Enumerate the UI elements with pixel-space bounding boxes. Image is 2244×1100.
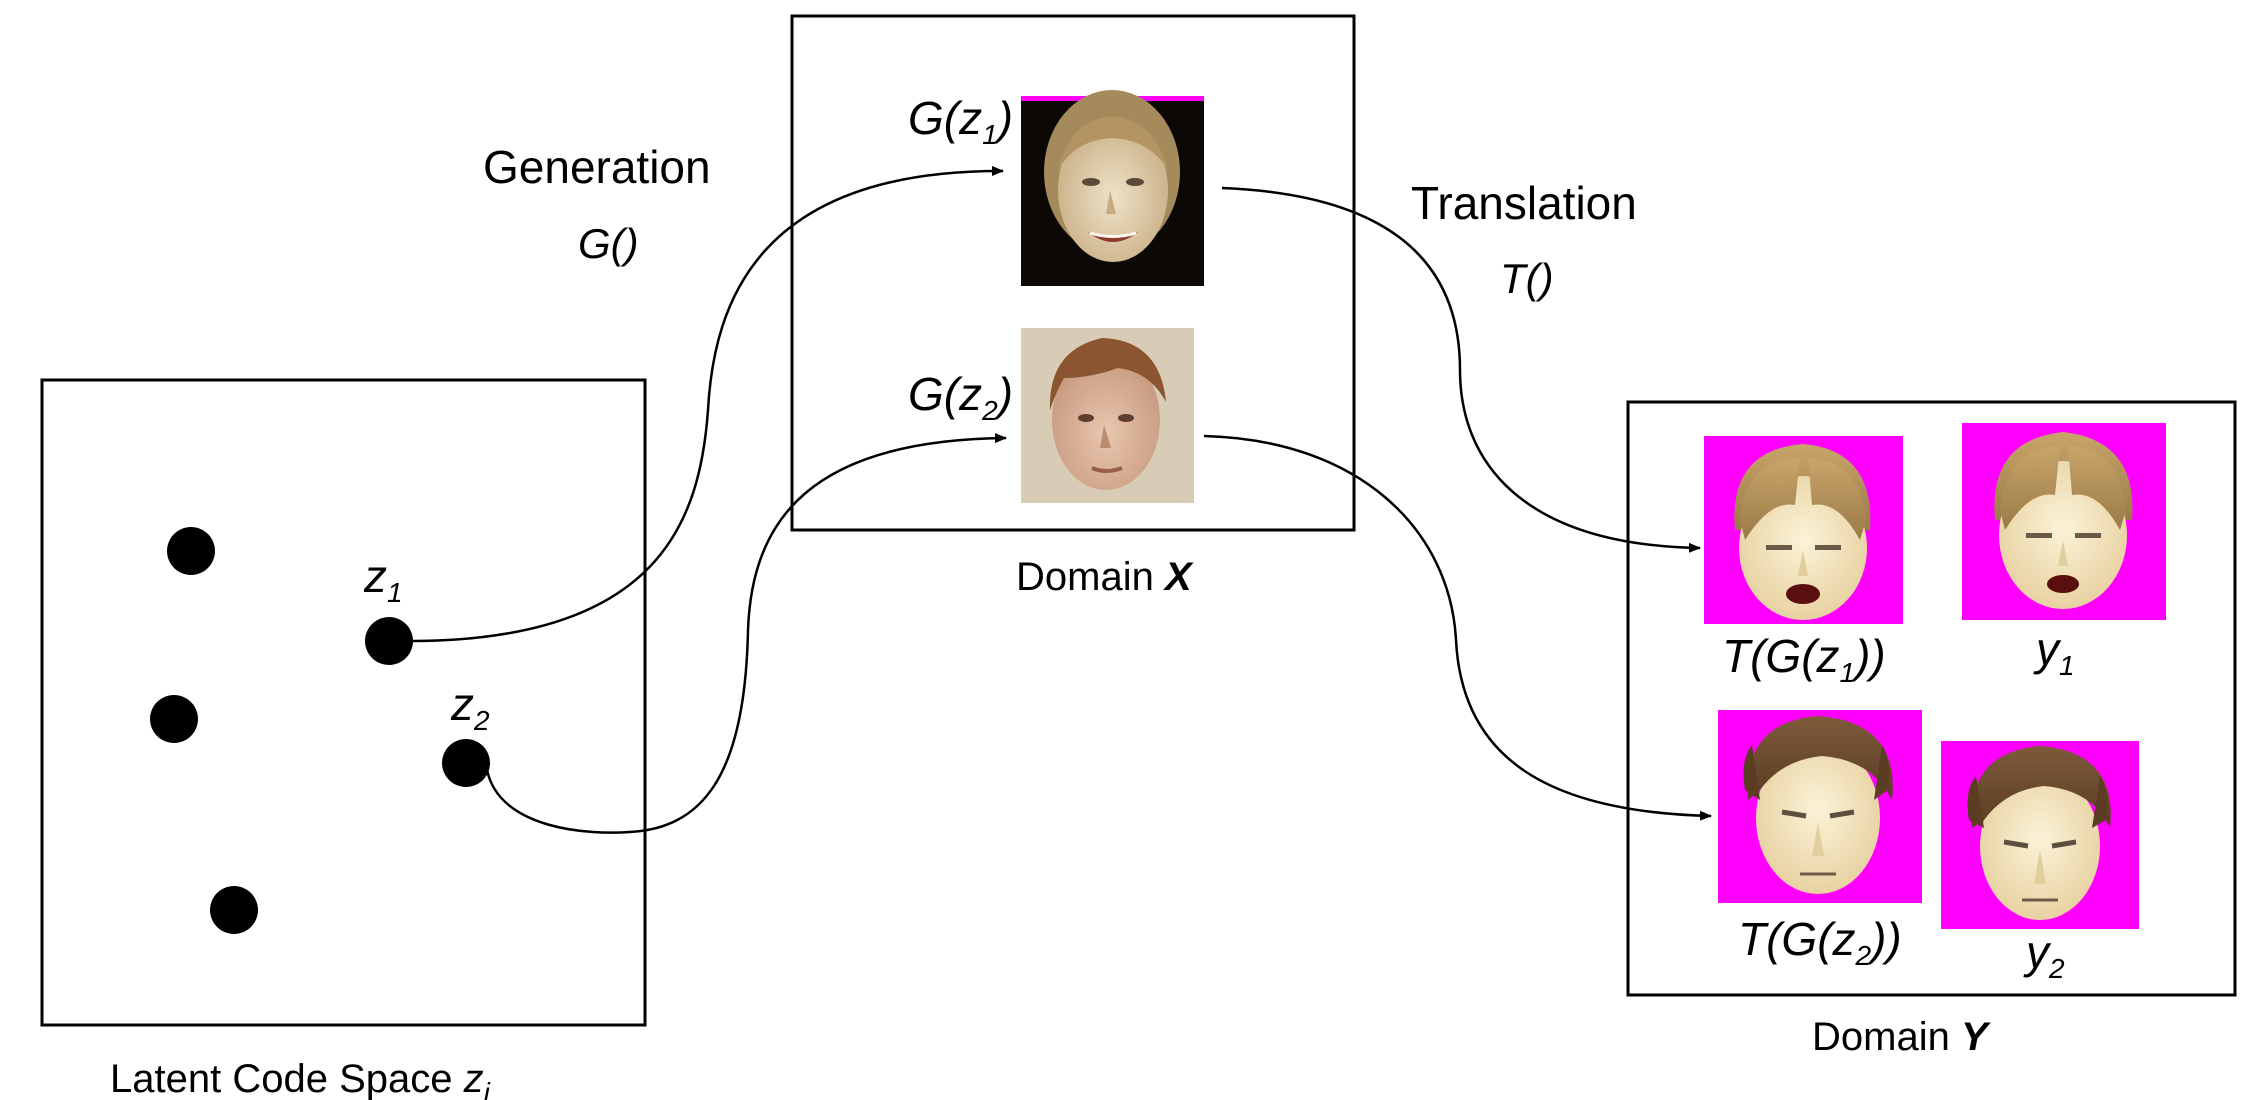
domain-y-caption: Domain Y bbox=[1812, 1015, 1991, 1059]
latent-point bbox=[167, 527, 215, 575]
translation-title: Translation bbox=[1411, 177, 1637, 229]
generation-function: G() bbox=[578, 220, 639, 267]
g-z2-label: G(z2) bbox=[908, 368, 1013, 426]
latent-point bbox=[150, 695, 198, 743]
domain-x-caption: Domain X bbox=[1016, 555, 1194, 599]
latent-space-box bbox=[40, 378, 647, 1027]
latent-point-z1 bbox=[365, 617, 413, 665]
y1-label: y1 bbox=[2033, 623, 2075, 681]
generated-face-image-1 bbox=[1021, 90, 1204, 286]
latent-point-z2 bbox=[442, 739, 490, 787]
translation-arrow-1 bbox=[1221, 186, 1701, 553]
translation-arrow-2 bbox=[1203, 434, 1712, 821]
generation-arrow-z2 bbox=[485, 433, 1007, 834]
z2-label: z2 bbox=[450, 678, 490, 736]
generated-face-image-2 bbox=[1021, 328, 1194, 503]
domain-y-box bbox=[1626, 400, 2237, 997]
g-z1-label: G(z1) bbox=[908, 92, 1013, 150]
target-avatar-image-2 bbox=[1941, 741, 2139, 929]
z1-label: z1 bbox=[363, 550, 403, 608]
latent-space-caption: Latent Code Space zi bbox=[110, 1057, 491, 1100]
translated-avatar-image-2 bbox=[1718, 710, 1922, 903]
domain-x-box bbox=[790, 14, 1356, 532]
latent-point bbox=[210, 886, 258, 934]
target-avatar-image-1 bbox=[1962, 423, 2166, 620]
t-g-z2-label: T(G(z2)) bbox=[1738, 913, 1902, 971]
translation-function: T() bbox=[1500, 255, 1554, 302]
y2-label: y2 bbox=[2023, 926, 2065, 984]
generation-title: Generation bbox=[483, 141, 711, 193]
translated-avatar-image-1 bbox=[1704, 436, 1903, 624]
t-g-z1-label: T(G(z1)) bbox=[1722, 630, 1886, 688]
generation-arrow-z1 bbox=[412, 165, 1004, 643]
